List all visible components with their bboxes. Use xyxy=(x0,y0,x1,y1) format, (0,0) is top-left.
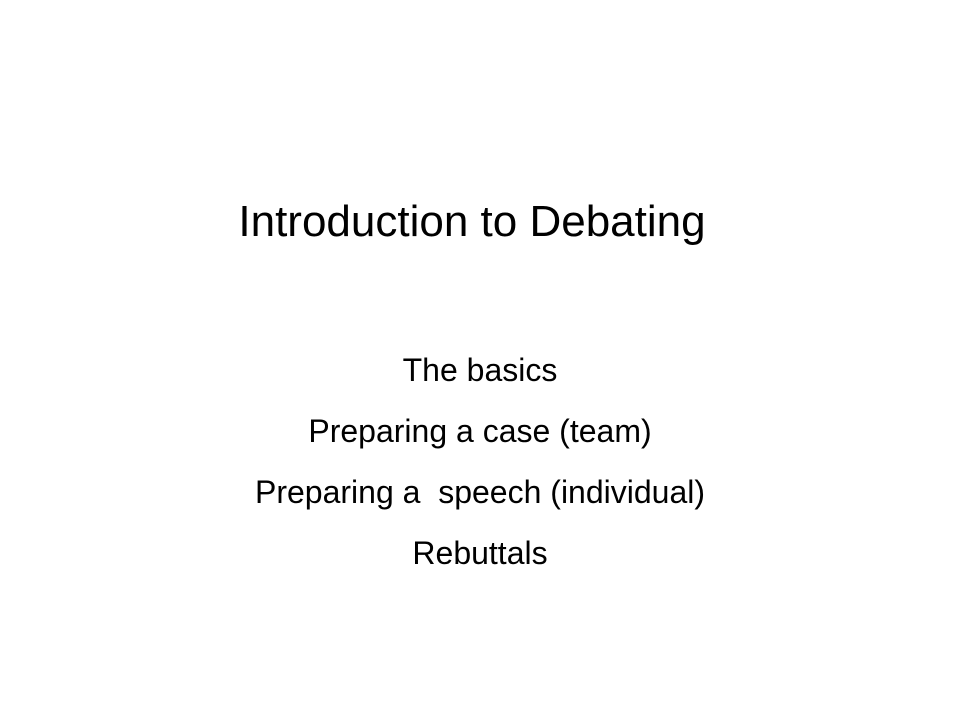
subtitle-line: Preparing a speech (individual) xyxy=(254,474,706,510)
subtitle-list: The basics Preparing a case (team) Prepa… xyxy=(60,340,900,584)
subtitle-line: Preparing a case (team) xyxy=(308,413,652,449)
subtitle-line: Rebuttals xyxy=(412,535,548,571)
slide-title: Introduction to Debating xyxy=(238,197,706,246)
subtitle-line: The basics xyxy=(402,352,558,388)
